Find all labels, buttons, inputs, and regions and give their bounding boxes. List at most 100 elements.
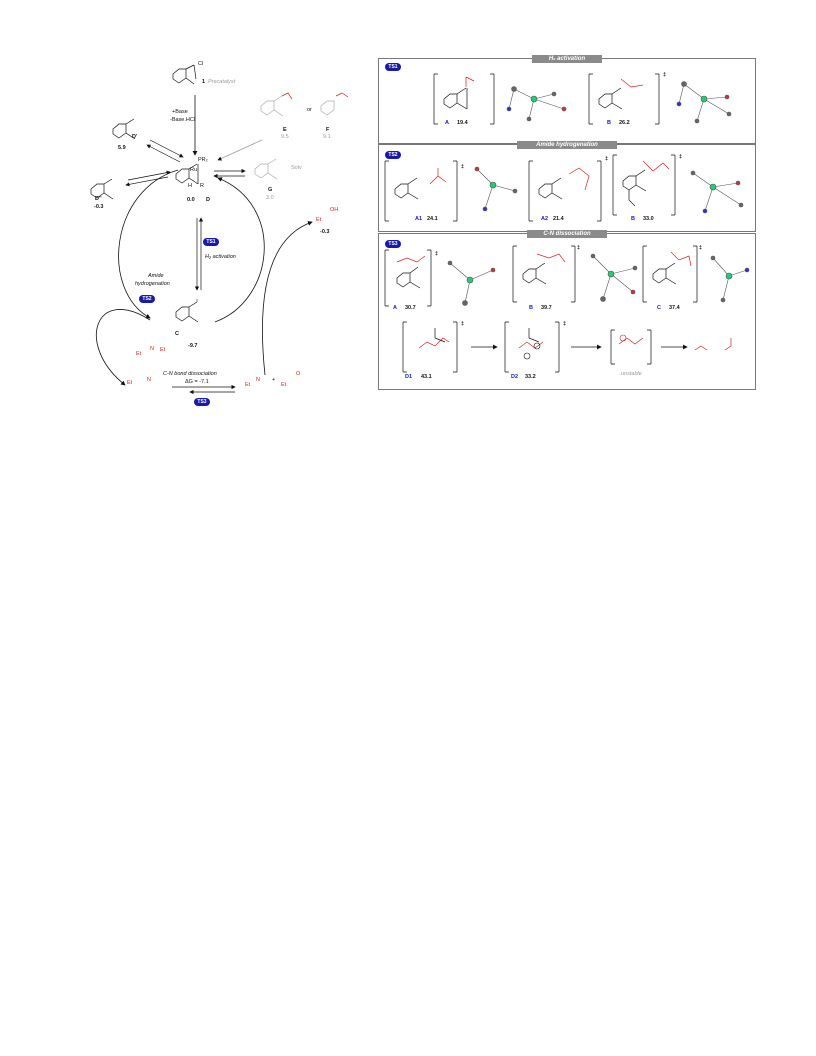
structure-precatalyst bbox=[172, 64, 197, 85]
structure-G bbox=[254, 158, 278, 180]
ts3-a-dagger: ‡ bbox=[435, 251, 439, 257]
ts2-a2-dagger: ‡ bbox=[605, 156, 609, 162]
precatalyst-cl: Cl bbox=[198, 61, 204, 67]
ddprime-energy: -0.3 bbox=[94, 204, 104, 210]
product-aldehyde-et: Et bbox=[281, 382, 287, 388]
amide-et-1: Et bbox=[136, 351, 142, 357]
ts2-b-id: B bbox=[631, 216, 635, 222]
ts2-a1-energy: 24.1 bbox=[427, 216, 438, 222]
ts3-a-structure bbox=[384, 249, 496, 307]
d-id: D bbox=[206, 197, 210, 203]
ts2-b-dagger: ‡ bbox=[679, 154, 683, 160]
alcohol-et: Et bbox=[316, 217, 322, 223]
panel-ts2-header: Amide hydrogenation bbox=[517, 141, 617, 149]
ts3-b-id: B bbox=[529, 305, 533, 311]
ts3-unstable: unstable bbox=[621, 371, 642, 377]
hemiaminal-n: N bbox=[147, 377, 151, 383]
alcohol-energy: -0.3 bbox=[320, 229, 330, 235]
base-step-1: +Base bbox=[172, 109, 188, 115]
ts2-a2-structure bbox=[528, 160, 602, 222]
cycle-ts3-label: C-N bond dissociation bbox=[163, 371, 217, 377]
panel-ts1: H₂ activation TS1 A 19.4 ‡ B 26.2 bbox=[378, 55, 756, 144]
ts3-d1-dagger: ‡ bbox=[461, 321, 465, 327]
structure-C bbox=[175, 299, 199, 323]
ts1-b-structure bbox=[588, 73, 732, 125]
ts3-d2-id: D2 bbox=[511, 374, 519, 380]
ts2-a2-id: A2 bbox=[541, 216, 549, 222]
ts1-b-id: B bbox=[607, 120, 611, 126]
d-ru: Ru bbox=[190, 167, 198, 173]
cycle-ts3-pill: TS3 bbox=[194, 398, 210, 406]
structure-F bbox=[320, 92, 349, 116]
panel-ts2-pill: TS2 bbox=[385, 151, 401, 159]
panel-ts3: C-N dissociation TS3 ‡ A 30.7 ‡ B 39.7 bbox=[378, 230, 756, 390]
e-id: E bbox=[283, 127, 287, 133]
structure-D-prime bbox=[112, 118, 136, 140]
dprime-id: D' bbox=[132, 134, 138, 140]
g-solv: Solv bbox=[291, 165, 302, 171]
cycle-ts3-deltag: ΔG = -7.1 bbox=[185, 379, 209, 385]
ts1-b-dagger: ‡ bbox=[663, 72, 667, 78]
g-energy: 3.0 bbox=[266, 195, 274, 201]
panel-ts3-header: C-N dissociation bbox=[527, 230, 607, 238]
or-text: or bbox=[307, 107, 312, 113]
structure-D bbox=[175, 163, 199, 185]
panel-ts2: Amide hydrogenation TS2 ‡ A1 24.1 ‡ A2 2… bbox=[378, 141, 756, 232]
ts3-a-id: A bbox=[393, 305, 397, 311]
ts1-a-id: A bbox=[445, 120, 449, 126]
base-step-2: -Base.HCl bbox=[170, 117, 196, 123]
cycle-ts2-label-1: Amide bbox=[148, 273, 164, 279]
ts3-d2-dagger: ‡ bbox=[563, 321, 567, 327]
ts3-c-id: C bbox=[657, 305, 661, 311]
panel-ts1-pill: TS1 bbox=[385, 63, 401, 71]
ts3-c-structure bbox=[642, 245, 750, 303]
cycle-ts1-label: H₂ activation bbox=[205, 254, 236, 260]
e-energy: 9.5 bbox=[281, 134, 289, 140]
ts3-row2-arrows bbox=[402, 321, 732, 373]
ts3-b-energy: 39.7 bbox=[541, 305, 552, 311]
structure-D-double-prime bbox=[90, 178, 114, 200]
alcohol-oh: OH bbox=[330, 207, 339, 213]
amide-n: N bbox=[150, 346, 154, 352]
ts3-b-dagger: ‡ bbox=[577, 245, 581, 251]
ts3-a-energy: 30.7 bbox=[405, 305, 416, 311]
cycle-ts2-label-2: hydrogenation bbox=[135, 281, 170, 287]
structure-E bbox=[260, 92, 293, 117]
ts2-b-structure bbox=[612, 154, 744, 216]
ddprime-id: D'' bbox=[95, 196, 102, 202]
d-h: H bbox=[188, 183, 192, 189]
c-energy: -9.7 bbox=[188, 343, 198, 349]
d-r: R bbox=[200, 183, 204, 189]
ts3-b-structure bbox=[512, 245, 638, 303]
d-pr2: PR₂ bbox=[198, 157, 208, 163]
ts2-a2-energy: 21.4 bbox=[553, 216, 564, 222]
cycle-ts1-pill: TS1 bbox=[203, 238, 219, 246]
precatalyst-number: 1 bbox=[202, 79, 206, 85]
ts3-d2-energy: 33.2 bbox=[525, 374, 536, 380]
product-amine-n: N bbox=[256, 377, 260, 383]
ts3-d1-id: D1 bbox=[405, 374, 413, 380]
f-id: F bbox=[326, 127, 330, 133]
dprime-energy: 5.9 bbox=[118, 145, 126, 151]
ts3-c-energy: 37.4 bbox=[669, 305, 680, 311]
amide-et-2: Et bbox=[160, 347, 166, 353]
product-aldehyde-o: O bbox=[296, 371, 301, 377]
ts2-a1-structure bbox=[384, 160, 518, 222]
product-amine-et: Et bbox=[245, 382, 251, 388]
ts1-a-energy: 19.4 bbox=[457, 120, 468, 126]
hemiaminal-et: Et bbox=[127, 380, 133, 386]
ts3-d1-energy: 43.1 bbox=[421, 374, 432, 380]
product-plus: + bbox=[272, 377, 276, 383]
cycle-ts2-pill: TS2 bbox=[139, 295, 155, 303]
d-energy: 0.0 bbox=[187, 197, 195, 203]
g-id: G bbox=[268, 187, 273, 193]
ts3-c-dagger: ‡ bbox=[699, 245, 703, 251]
panel-ts3-pill: TS3 bbox=[385, 240, 401, 248]
ts2-a1-id: A1 bbox=[415, 216, 423, 222]
ts1-a-structure bbox=[433, 73, 567, 125]
ts2-b-energy: 33.0 bbox=[643, 216, 654, 222]
f-energy: 9.1 bbox=[323, 134, 331, 140]
ts2-a1-dagger: ‡ bbox=[461, 164, 465, 170]
c-id: C bbox=[175, 331, 179, 337]
